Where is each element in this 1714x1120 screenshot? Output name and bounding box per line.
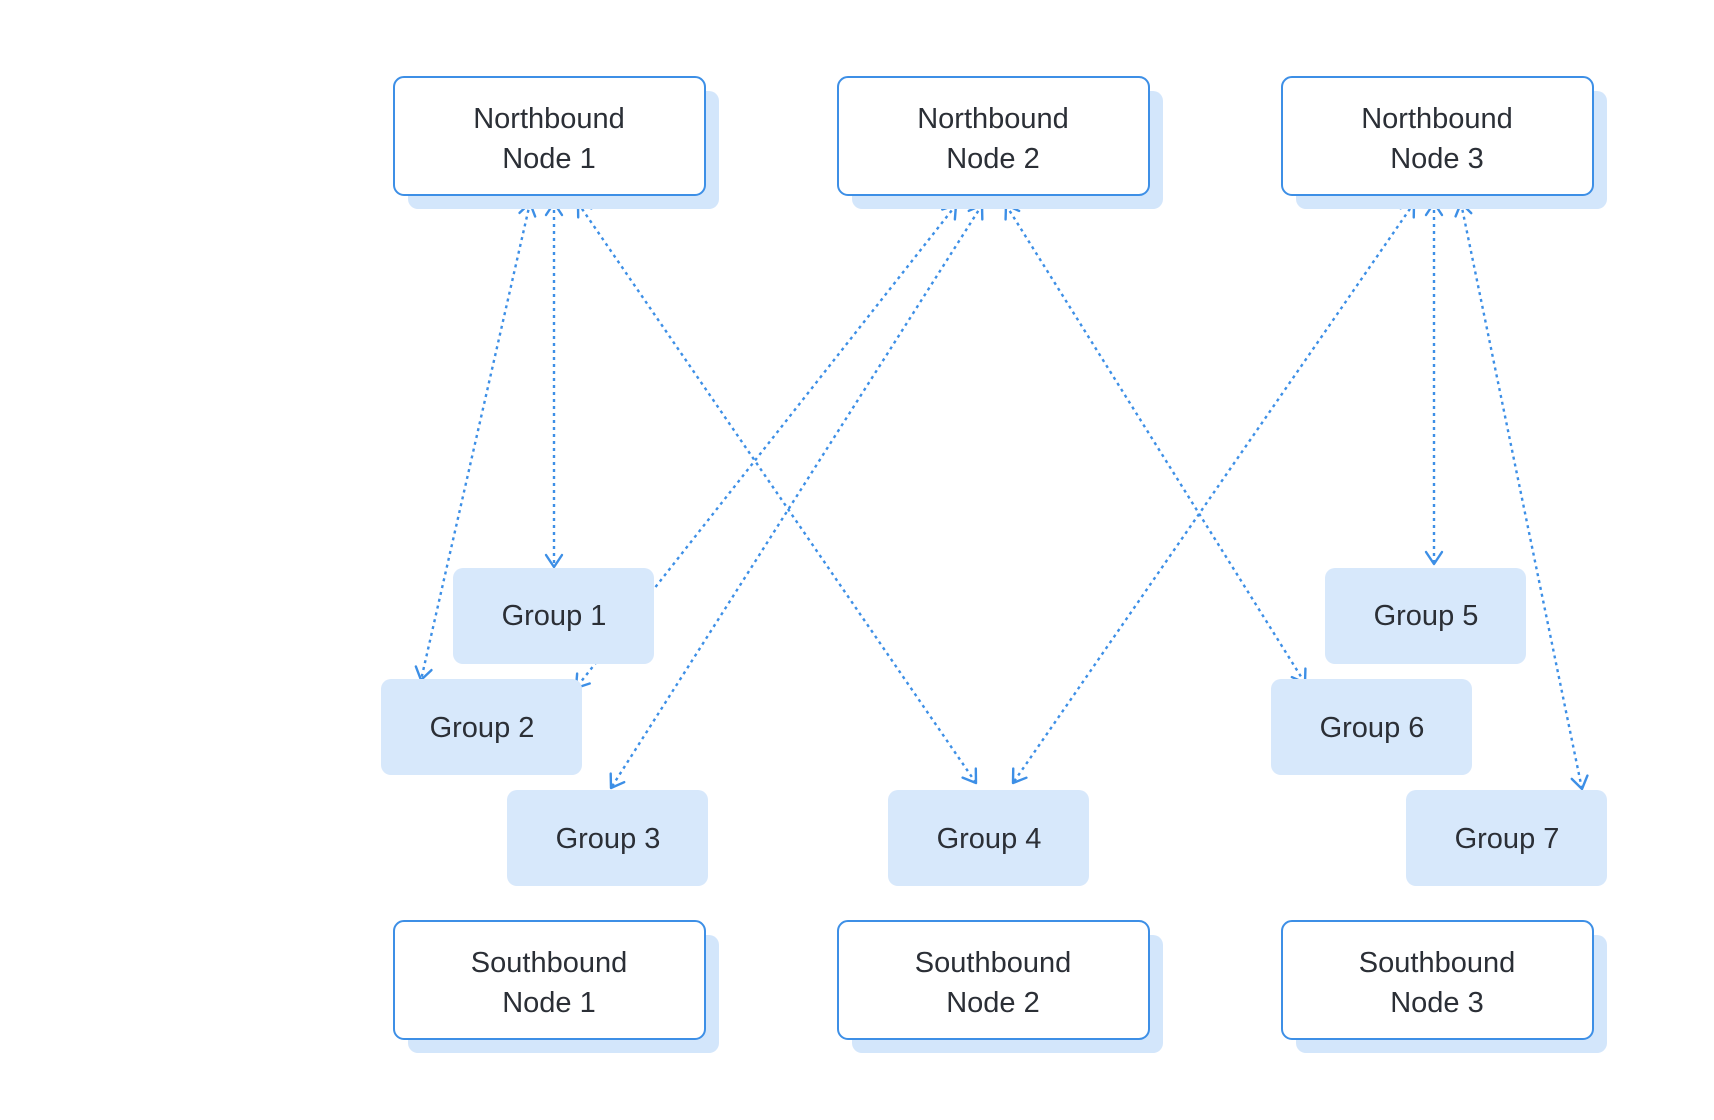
- connector-line: [1004, 204, 1307, 684]
- arrowhead: [544, 553, 564, 569]
- group-box: [1271, 679, 1472, 775]
- arrowhead: [1570, 774, 1589, 791]
- northbound-node-1[interactable]: Northbound Node 1: [393, 76, 719, 209]
- group-label: Group 4: [937, 823, 1042, 855]
- node-subtitle: Node 3: [1390, 143, 1484, 175]
- group-3[interactable]: Group 3: [507, 790, 708, 886]
- northbound-node-3[interactable]: Northbound Node 3: [1281, 76, 1607, 209]
- node-box: [837, 76, 1150, 196]
- node-subtitle: Node 1: [502, 143, 596, 175]
- connector-nb3-g7: [1454, 201, 1589, 791]
- group-box: [888, 790, 1089, 886]
- group-box: [1406, 790, 1607, 886]
- group-label: Group 7: [1455, 823, 1560, 855]
- connector-nb3-g5: [1424, 201, 1444, 566]
- group-box: [453, 568, 654, 664]
- group-label: Group 3: [556, 823, 661, 855]
- group-7[interactable]: Group 7: [1406, 790, 1607, 886]
- connector-nb1-g4: [576, 201, 978, 785]
- group-label: Group 6: [1320, 712, 1425, 744]
- node-title: Northbound: [473, 103, 625, 135]
- group-box: [1325, 568, 1526, 664]
- connector-nb1-g1: [544, 201, 564, 569]
- group-5[interactable]: Group 5: [1325, 568, 1526, 664]
- group-2[interactable]: Group 2: [381, 679, 582, 775]
- arrowhead: [1011, 767, 1028, 785]
- node-box: [1281, 76, 1594, 196]
- connector-line: [577, 202, 977, 784]
- connector-line: [1012, 202, 1415, 784]
- node-title: Southbound: [915, 947, 1071, 979]
- node-subtitle: Node 2: [946, 987, 1040, 1019]
- node-box: [1281, 920, 1594, 1040]
- node-subtitle: Node 2: [946, 143, 1040, 175]
- node-title: Northbound: [1361, 103, 1513, 135]
- connector-nb2-g3: [609, 203, 984, 790]
- group-box: [381, 679, 582, 775]
- group-4[interactable]: Group 4: [888, 790, 1089, 886]
- connector-nb2-g6: [1004, 203, 1307, 685]
- connector-line: [419, 202, 532, 681]
- group-1[interactable]: Group 1: [453, 568, 654, 664]
- node-title: Northbound: [917, 103, 1069, 135]
- node-box: [393, 920, 706, 1040]
- group-label: Group 1: [502, 600, 607, 632]
- group-label: Group 2: [430, 712, 535, 744]
- node-box: [837, 920, 1150, 1040]
- connector-layer: [414, 201, 1589, 791]
- arrowhead: [1424, 550, 1444, 566]
- southbound-node-1[interactable]: Southbound Node 1: [393, 920, 719, 1053]
- southbound-node-3[interactable]: Southbound Node 3: [1281, 920, 1607, 1053]
- node-box: [393, 76, 706, 196]
- node-subtitle: Node 3: [1390, 987, 1484, 1019]
- node-subtitle: Node 1: [502, 987, 596, 1019]
- arrowhead: [609, 772, 626, 790]
- connector-line: [609, 204, 984, 789]
- group-6[interactable]: Group 6: [1271, 679, 1472, 775]
- arrowhead: [961, 767, 978, 785]
- connector-line: [1459, 202, 1584, 790]
- node-title: Southbound: [471, 947, 627, 979]
- group-box: [507, 790, 708, 886]
- southbound-node-2[interactable]: Southbound Node 2: [837, 920, 1163, 1053]
- northbound-node-2[interactable]: Northbound Node 2: [837, 76, 1163, 209]
- node-title: Southbound: [1359, 947, 1515, 979]
- group-label: Group 5: [1374, 600, 1479, 632]
